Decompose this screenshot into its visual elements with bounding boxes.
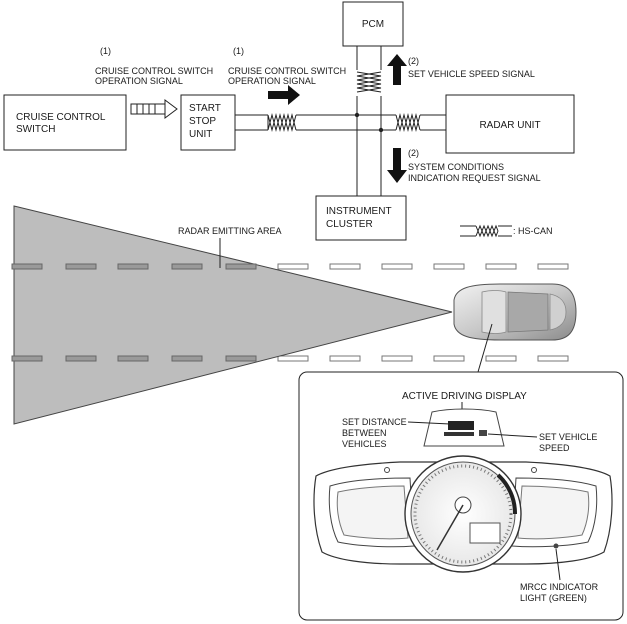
pcm-label: PCM xyxy=(362,19,384,30)
twisted-pair-pcm xyxy=(352,70,386,96)
mrcc-label-line-2: LIGHT (GREEN) xyxy=(520,593,587,603)
hs-can-label: : HS-CAN xyxy=(513,226,553,236)
mrcc-label-line-1: MRCC INDICATOR xyxy=(520,582,599,592)
start-stop-unit-box: START STOP UNIT xyxy=(180,94,236,151)
start-stop-label-2: STOP xyxy=(189,116,216,127)
radar-unit-box: RADAR UNIT xyxy=(445,94,575,154)
up-arrow-icon xyxy=(387,54,407,85)
radar-area-label: RADAR EMITTING AREA xyxy=(178,226,282,236)
twisted-pair-radar xyxy=(395,110,421,136)
hollow-arrow-icon xyxy=(130,99,178,119)
signal-1b-number: (1) xyxy=(233,46,244,56)
signal-1a-line-1: CRUISE CONTROL SWITCH xyxy=(95,66,213,76)
signal-1b-line-1: CRUISE CONTROL SWITCH xyxy=(228,66,346,76)
set-speed-line-1: SET VEHICLE xyxy=(539,432,597,442)
lane-markings-overlay xyxy=(11,263,257,362)
signal-1a-number: (1) xyxy=(100,46,111,56)
active-driving-display-label: ACTIVE DRIVING DISPLAY xyxy=(402,391,527,402)
signal-2b-line-2: INDICATION REQUEST SIGNAL xyxy=(408,173,541,183)
signal-1a-line-2: OPERATION SIGNAL xyxy=(95,76,183,86)
cruise-control-switch-box: CRUISE CONTROL SWITCH xyxy=(3,94,127,151)
set-distance-line-3: VEHICLES xyxy=(342,439,387,449)
twisted-pair-start-stop xyxy=(267,110,297,136)
set-speed-leader xyxy=(487,433,538,438)
instrument-cluster-label-1: INSTRUMENT xyxy=(326,206,392,217)
cruise-switch-label-2: SWITCH xyxy=(16,124,55,135)
set-distance-line-1: SET DISTANCE xyxy=(342,417,407,427)
car-icon xyxy=(453,283,577,341)
signal-2a-number: (2) xyxy=(408,56,419,66)
set-speed-line-2: SPEED xyxy=(539,443,570,453)
mrcc-indicator-icon xyxy=(553,543,559,549)
start-stop-label-1: START xyxy=(189,103,221,114)
instrument-cluster-box: INSTRUMENT CLUSTER xyxy=(315,195,407,241)
cruise-switch-label-1: CRUISE CONTROL xyxy=(16,112,106,123)
signal-2b-line-1: SYSTEM CONDITIONS xyxy=(408,162,504,172)
mrcc-leader xyxy=(555,548,561,581)
instrument-cluster-label-2: CLUSTER xyxy=(326,219,373,230)
right-arrow-icon xyxy=(268,85,300,105)
set-distance-line-2: BETWEEN xyxy=(342,428,387,438)
down-arrow-icon xyxy=(387,148,407,183)
start-stop-label-3: UNIT xyxy=(189,129,212,140)
signal-2b-number: (2) xyxy=(408,148,419,158)
pcm-box: PCM xyxy=(342,1,404,47)
set-distance-leader xyxy=(407,421,451,425)
hs-can-legend: : HS-CAN xyxy=(460,224,553,238)
radar-unit-label: RADAR UNIT xyxy=(479,120,540,131)
inset-leader xyxy=(477,323,493,373)
radar-emitting-area xyxy=(13,205,453,425)
signal-2a-text: SET VEHICLE SPEED SIGNAL xyxy=(408,69,535,79)
active-driving-display xyxy=(423,408,505,447)
instrument-cluster-illustration xyxy=(313,455,613,573)
signal-1b-line-2: OPERATION SIGNAL xyxy=(228,76,316,86)
